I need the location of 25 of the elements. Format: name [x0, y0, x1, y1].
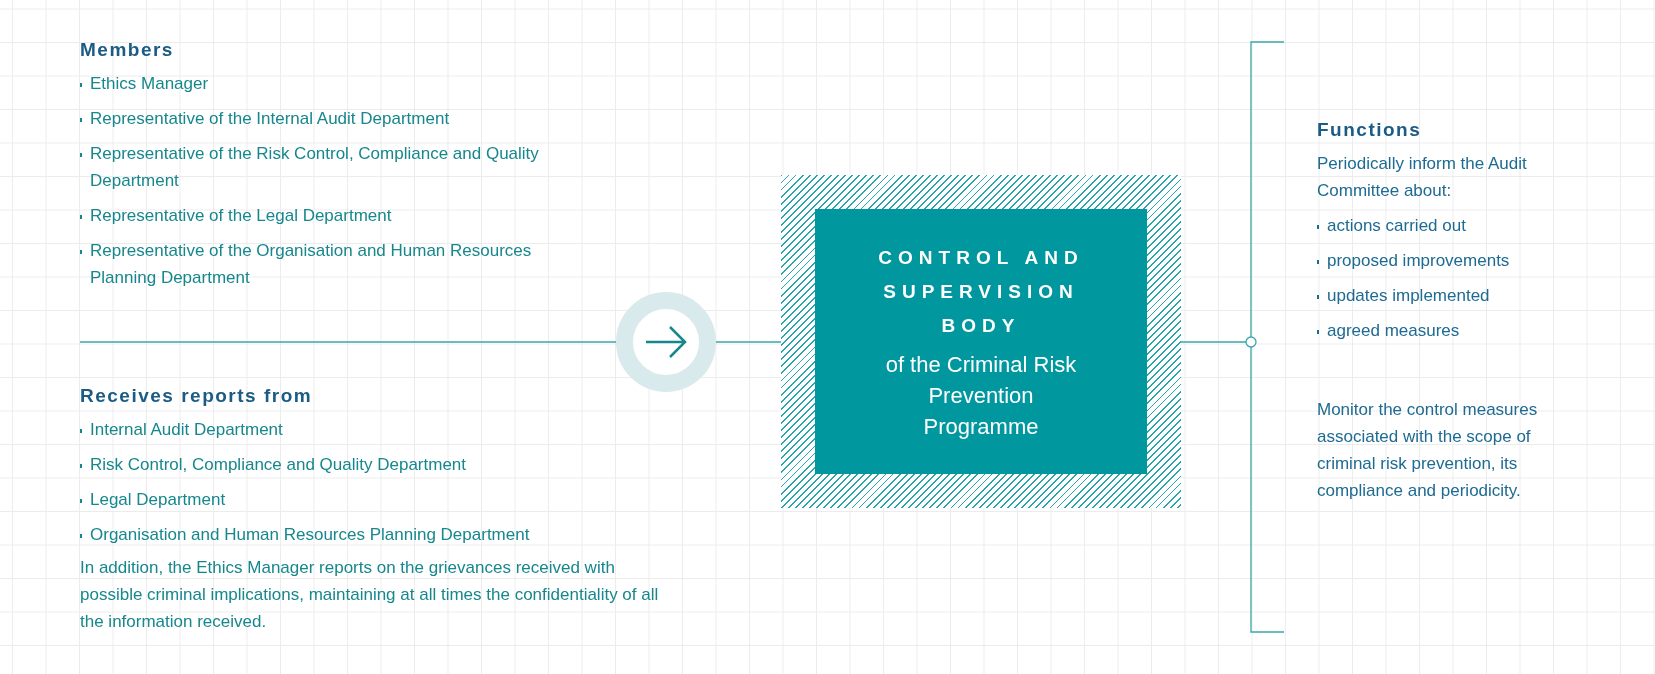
- box-subtitle: of the Criminal Risk Prevention Programme: [884, 351, 1078, 441]
- list-item: Representative of the Risk Control, Compliance and Quality Department: [80, 140, 600, 194]
- list-item: proposed improvements: [1317, 247, 1581, 274]
- paragraph: Monitor the control measures associated with the scope of criminal risk prevention, its compliance and periodicity.: [1317, 399, 1539, 502]
- paragraph: In addition, the Ethics Manager reports on the grievances received with possible criminal implications, maintaining at all times the confidentiality of all the information received.: [80, 557, 660, 633]
- list-item: Representative of the Legal Department: [80, 202, 600, 229]
- list-item: agreed measures: [1317, 317, 1581, 344]
- box-title: CONTROL AND SUPERVISION BODY: [877, 246, 1085, 338]
- connector-line: [79, 341, 617, 343]
- list-item: updates implemented: [1317, 282, 1581, 309]
- list-item: Risk Control, Compliance and Quality Department: [80, 451, 660, 478]
- list-item: Legal Department: [80, 486, 660, 513]
- list-item: Representative of the Organisation and Human Resources Planning Department: [80, 237, 600, 291]
- section-heading: Receives reports from: [80, 384, 314, 408]
- connector-line: [715, 341, 782, 343]
- section-heading: Functions: [1317, 118, 1423, 142]
- list-item: Representative of the Internal Audit Department: [80, 105, 600, 132]
- paragraph: Periodically inform the Audit Committee about:: [1317, 153, 1528, 202]
- list-item: Internal Audit Department: [80, 416, 660, 443]
- connector-line: [1180, 336, 1257, 348]
- section-heading: Members: [80, 38, 175, 62]
- list-item: actions carried out: [1317, 212, 1581, 239]
- hatched-frame: [781, 175, 1181, 508]
- list-item: Ethics Manager: [80, 70, 600, 97]
- list-item: Organisation and Human Resources Planning Department: [80, 521, 660, 548]
